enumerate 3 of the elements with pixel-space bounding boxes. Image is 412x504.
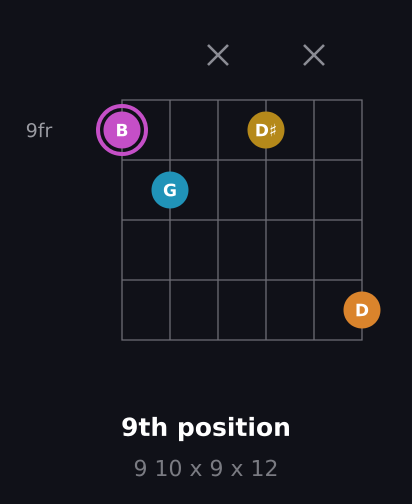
position-title: 9th position xyxy=(122,416,289,442)
fret-label: 9fr xyxy=(26,122,52,138)
fingering-text: 9 10 x 9 x 12 xyxy=(134,460,276,476)
